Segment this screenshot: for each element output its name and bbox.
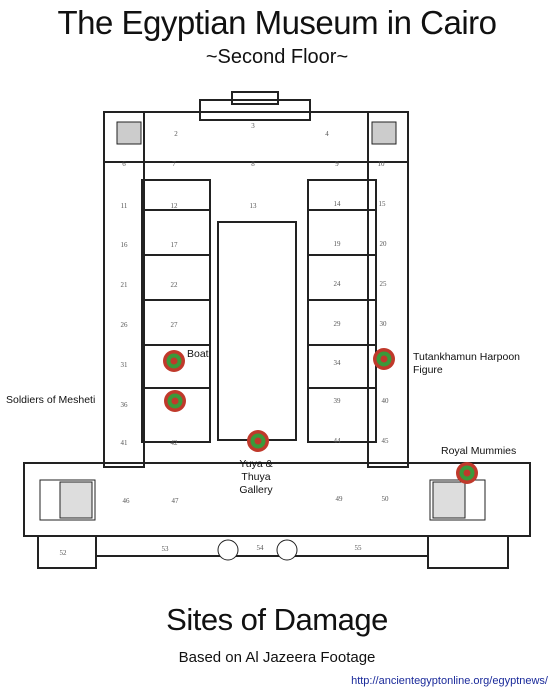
room-number-27: 27	[171, 321, 179, 329]
room-number-44: 44	[334, 437, 342, 445]
room-number-26: 26	[121, 321, 129, 329]
damage-marker[interactable]	[164, 390, 186, 412]
damage-marker[interactable]	[456, 462, 478, 484]
room-number-13: 13	[250, 202, 258, 210]
room-number-6: 6	[122, 160, 126, 168]
room-number-31: 31	[121, 361, 129, 369]
map-title: The Egyptian Museum in Cairo	[57, 4, 497, 41]
room-number-45: 45	[382, 437, 390, 445]
room-number-50: 50	[382, 495, 390, 503]
room-number-21: 21	[121, 281, 129, 289]
room-number-17: 17	[171, 241, 179, 249]
room-number-30: 30	[380, 320, 388, 328]
damage-marker[interactable]	[163, 350, 185, 372]
room-number-24: 24	[334, 280, 342, 288]
damage-marker[interactable]	[247, 430, 269, 452]
room-number-11: 11	[121, 202, 128, 210]
room-number-49: 49	[336, 495, 344, 503]
site-label-royal-mummies: Royal Mummies	[441, 445, 517, 457]
room-number-2: 2	[174, 130, 178, 138]
room-number-42: 42	[171, 439, 179, 447]
room-number-54: 54	[257, 544, 265, 552]
room-number-36: 36	[121, 401, 129, 409]
room-number-29: 29	[334, 320, 342, 328]
room-number-3: 3	[251, 122, 255, 130]
map-subtitle: ~Second Floor~	[205, 46, 349, 68]
room-number-12: 12	[171, 202, 179, 210]
room-number-52: 52	[60, 549, 68, 557]
room-number-47: 47	[172, 497, 180, 505]
damage-marker[interactable]	[373, 348, 395, 370]
room-number-34: 34	[334, 359, 342, 367]
building-walls	[23, 91, 531, 569]
room-number-7: 7	[172, 160, 176, 168]
staircases	[39, 121, 486, 561]
site-label-tutankhamun: Tutankhamun Harpoon Figure	[413, 351, 521, 376]
room-number-10: 10	[378, 160, 386, 168]
room-number-22: 22	[171, 281, 179, 289]
room-number-8: 8	[251, 160, 255, 168]
site-label-yuya-thuya: Yuya & Thuya Gallery	[239, 458, 273, 496]
room-number-41: 41	[121, 439, 129, 447]
room-number-39: 39	[334, 397, 342, 405]
room-number-46: 46	[123, 497, 131, 505]
site-label-boat: Boat	[187, 348, 209, 360]
damage-markers	[163, 348, 478, 484]
room-number-14: 14	[334, 200, 342, 208]
room-number-15: 15	[379, 200, 387, 208]
room-number-53: 53	[162, 545, 170, 553]
site-label-soldiers: Soldiers of Mesheti	[6, 394, 96, 406]
room-number-9: 9	[335, 160, 339, 168]
legend-title: Sites of Damage	[166, 602, 388, 637]
room-number-19: 19	[334, 240, 342, 248]
room-number-4: 4	[325, 130, 329, 138]
source-link[interactable]: http://ancientegyptonline.org/egyptnews/	[351, 675, 548, 687]
room-number-40: 40	[382, 397, 390, 405]
room-number-20: 20	[380, 240, 388, 248]
gallery-dividers	[142, 209, 376, 389]
room-number-25: 25	[380, 280, 388, 288]
room-number-55: 55	[355, 544, 363, 552]
room-number-16: 16	[121, 241, 129, 249]
legend-subtitle: Based on Al Jazeera Footage	[178, 649, 376, 666]
